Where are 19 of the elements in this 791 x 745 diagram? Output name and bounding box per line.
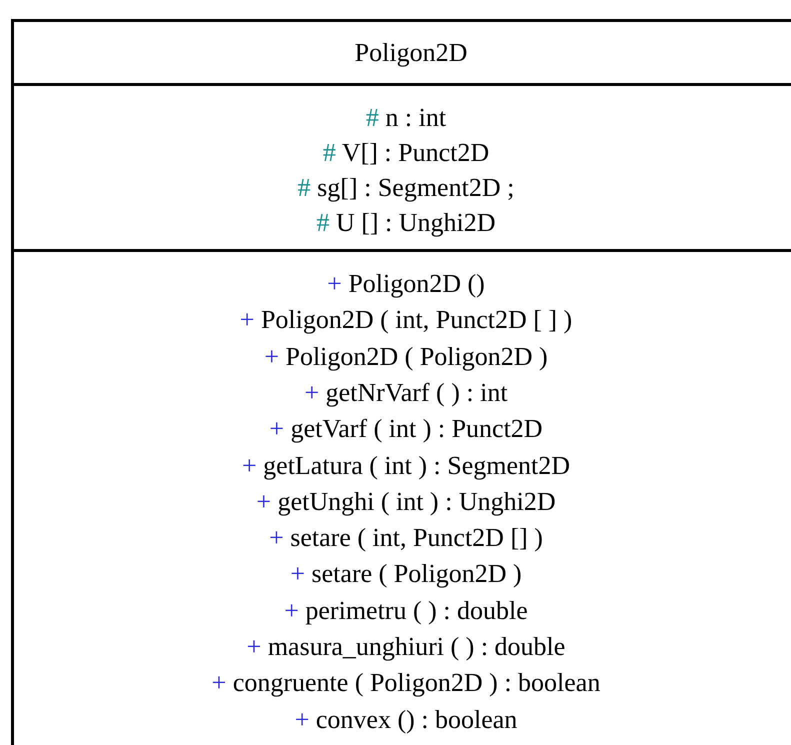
method-text: + getVarf ( int ) : Punct2D bbox=[268, 414, 544, 444]
attribute-text: # U [] : Unghi2D bbox=[315, 208, 497, 238]
method-text: + setare ( Poligon2D ) bbox=[289, 559, 523, 590]
attribute-text: # V[] : Punct2D bbox=[322, 138, 490, 168]
method-text: + masura_unghiuri ( ) : double bbox=[246, 632, 566, 662]
method-text: + congruente ( Poligon2D ) : boolean bbox=[210, 668, 602, 698]
method-text: + getNrVarf ( ) : int bbox=[303, 378, 509, 408]
method-text: + setare ( int, Punct2D [] ) bbox=[268, 523, 544, 554]
method-text: + Poligon2D ( Poligon2D ) bbox=[263, 342, 549, 372]
method-text: + getUnghi ( int ) : Unghi2D bbox=[255, 486, 557, 517]
method-text: + Poligon2D () bbox=[326, 269, 486, 299]
class-name: Poligon2D bbox=[354, 36, 468, 69]
class-box bbox=[11, 19, 791, 745]
method-text: + convex () : boolean bbox=[294, 704, 518, 735]
method-text: + perimetru ( ) : double bbox=[283, 596, 529, 626]
attribute-text: # sg[] : Segment2D ; bbox=[296, 173, 516, 203]
attribute-text: # n : int bbox=[364, 103, 448, 133]
method-text: + Poligon2D ( int, Punct2D [ ] ) bbox=[238, 305, 574, 336]
method-text: + getLatura ( int ) : Segment2D bbox=[240, 450, 572, 480]
